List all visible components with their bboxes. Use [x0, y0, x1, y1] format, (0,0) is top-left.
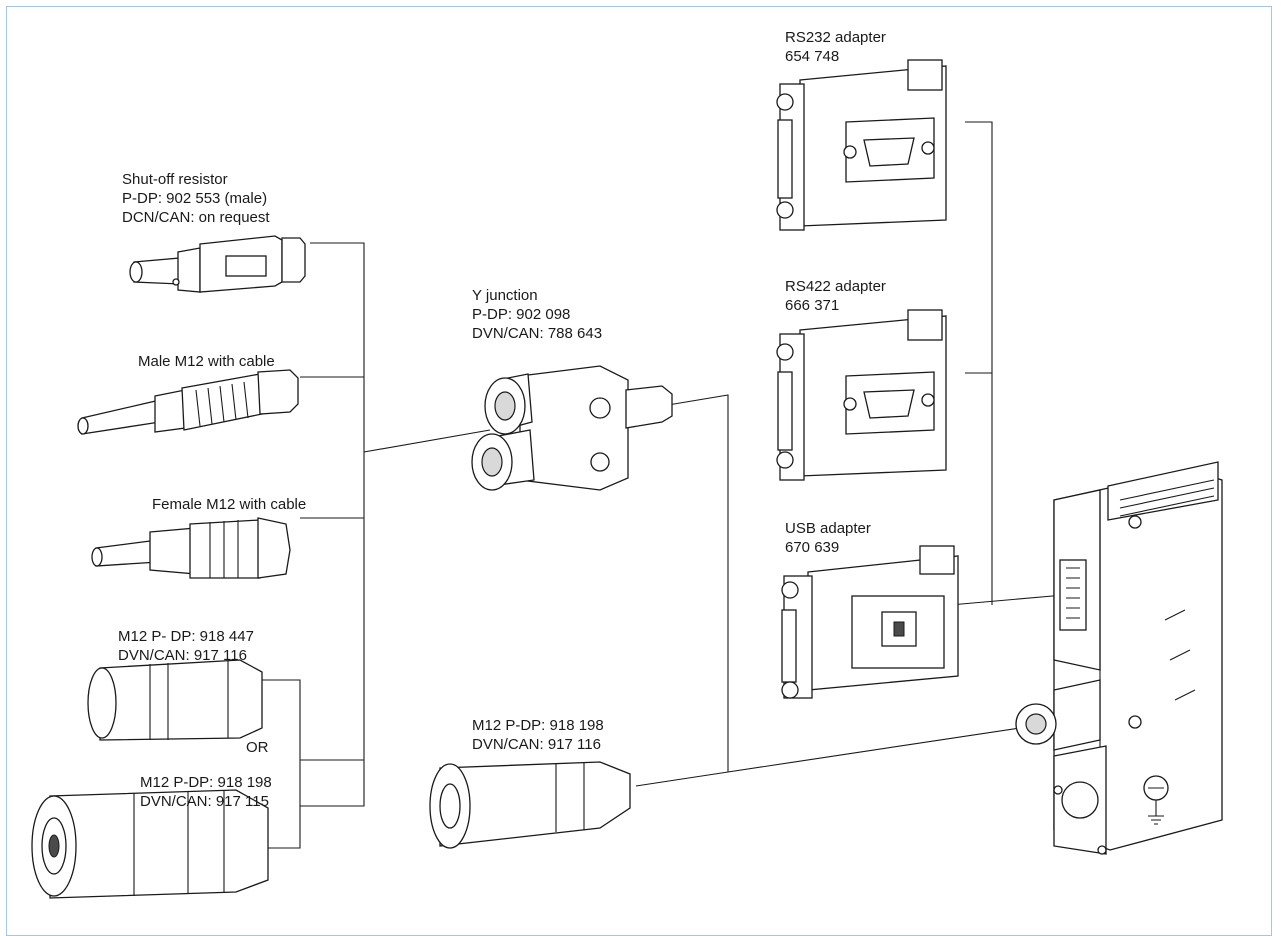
m12-connector-c-drawing: [429, 761, 631, 849]
m12-c-label-line1: M12 P-DP: 918 198: [472, 717, 604, 734]
m12-b-label: M12 P-DP: 918 198 DVN/CAN: 917 115: [140, 773, 272, 811]
rs422-adapter-label: RS422 adapter 666 371: [785, 277, 886, 315]
rs232-adapter-label: RS232 adapter 654 748: [785, 28, 886, 66]
or-label: OR: [246, 738, 269, 757]
rs422-label-line2: 666 371: [785, 297, 840, 314]
rs232-adapter-drawing: [776, 59, 947, 231]
m12-c-label-line2: DVN/CAN: 917 116: [472, 736, 601, 753]
y-junction-label: Y junction P-DP: 902 098 DVN/CAN: 788 64…: [472, 286, 602, 343]
m12-a-label-line1: M12 P- DP: 918 447: [118, 628, 254, 645]
female-m12-drawing: [91, 517, 291, 579]
or-label-text: OR: [246, 739, 269, 756]
male-m12-drawing: [77, 369, 299, 435]
m12-connector-b-drawing: [31, 789, 269, 899]
shutoff-label-line3: DCN/CAN: on request: [122, 209, 270, 226]
rs422-adapter-drawing: [776, 309, 947, 481]
m12-connector-a-drawing: [87, 659, 263, 741]
female-m12-label-line1: Female M12 with cable: [152, 496, 307, 513]
shutoff-resistor-drawing: [129, 235, 306, 293]
y-junction-label-line3: DVN/CAN: 788 643: [472, 325, 603, 342]
usb-adapter-drawing: [781, 545, 959, 699]
rs232-label-line2: 654 748: [785, 48, 840, 65]
shutoff-resistor-label: Shut-off resistor P-DP: 902 553 (male) D…: [122, 170, 270, 227]
y-junction-label-line1: Y junction: [472, 287, 538, 304]
m12-b-label-line2: DVN/CAN: 917 115: [140, 793, 269, 810]
m12-b-label-line1: M12 P-DP: 918 198: [140, 774, 272, 791]
rs422-label-line1: RS422 adapter: [785, 278, 886, 295]
m12-c-label: M12 P-DP: 918 198 DVN/CAN: 917 116: [472, 716, 604, 754]
y-junction-drawing: [471, 365, 673, 491]
connection-lines: [262, 121, 1065, 849]
m12-a-label-line2: DVN/CAN: 917 116: [118, 647, 247, 664]
rs232-label-line1: RS232 adapter: [785, 29, 886, 46]
female-m12-label: Female M12 with cable: [152, 495, 306, 514]
shutoff-label-line1: Shut-off resistor: [122, 171, 228, 188]
usb-label-line1: USB adapter: [785, 520, 871, 537]
male-m12-label-line1: Male M12 with cable: [138, 353, 275, 370]
m12-a-label: M12 P- DP: 918 447 DVN/CAN: 917 116: [118, 627, 254, 665]
y-junction-label-line2: P-DP: 902 098: [472, 306, 571, 323]
usb-adapter-label: USB adapter 670 639: [785, 519, 871, 557]
shutoff-label-line2: P-DP: 902 553 (male): [122, 190, 268, 207]
usb-label-line2: 670 639: [785, 539, 840, 556]
male-m12-label: Male M12 with cable: [138, 352, 275, 371]
fieldbus-device-drawing: [1015, 461, 1223, 855]
